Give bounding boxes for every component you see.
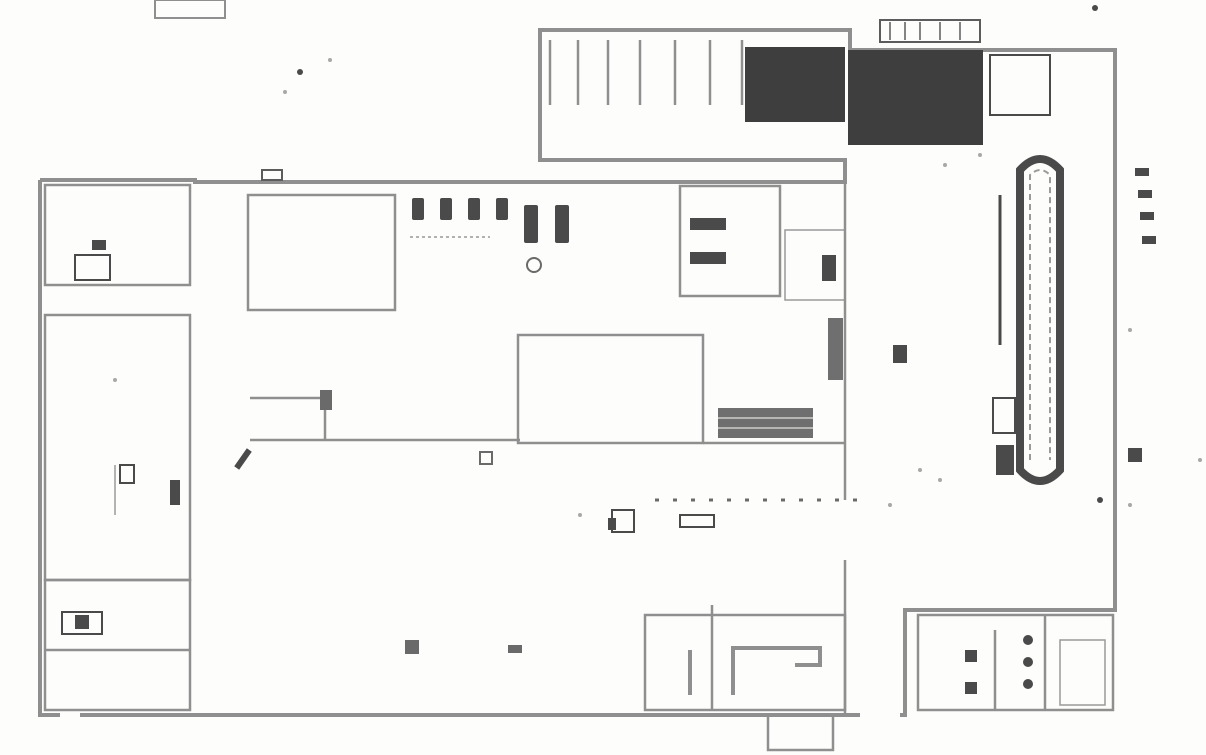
middle-partition bbox=[250, 182, 847, 715]
central-room bbox=[516, 333, 705, 445]
vehicle-row bbox=[410, 198, 569, 273]
southeast-room bbox=[916, 613, 1115, 712]
west-lower-room bbox=[43, 578, 192, 712]
door-openings bbox=[60, 500, 900, 718]
west-middle-hall bbox=[43, 313, 192, 582]
conveyor-loop bbox=[893, 155, 1156, 485]
central-office-block bbox=[678, 184, 846, 301]
shelving-rack bbox=[718, 318, 843, 438]
scan-noise bbox=[113, 0, 1202, 654]
west-upper-room bbox=[43, 183, 192, 287]
building-outline bbox=[38, 28, 1117, 717]
south-center-room bbox=[643, 605, 847, 752]
north-loading-bays bbox=[548, 40, 744, 105]
workstation-cluster bbox=[608, 498, 865, 533]
north-dark-equipment-area bbox=[745, 19, 1051, 145]
north-storage-room bbox=[246, 193, 397, 312]
